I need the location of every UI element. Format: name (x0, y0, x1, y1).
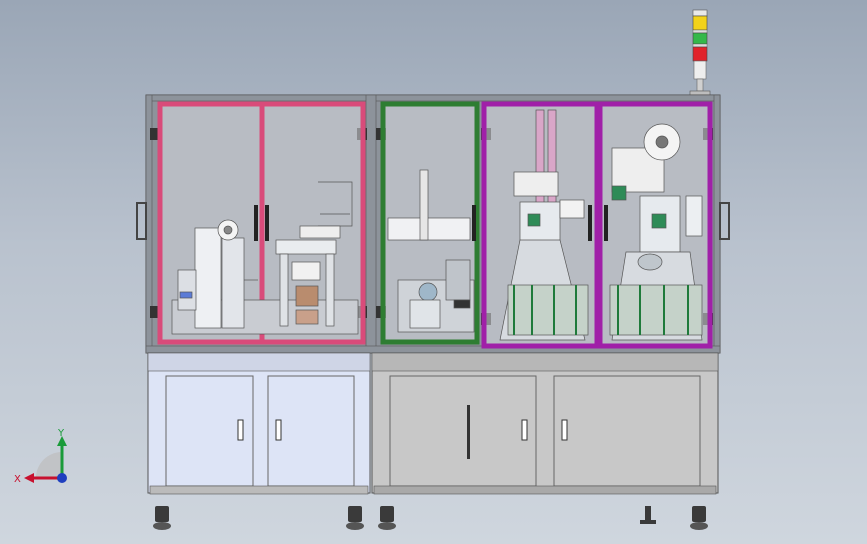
right-station-mechanism (499, 109, 703, 341)
casters (153, 506, 708, 530)
left-station-mechanism (171, 181, 359, 335)
right-lower-cabinet[interactable] (371, 352, 719, 495)
axis-y-label: Y (57, 428, 65, 439)
signal-tower (689, 9, 711, 96)
coordinate-triad: Y X (14, 428, 67, 485)
center-station-mechanism (387, 169, 475, 333)
axis-x-label: X (14, 474, 21, 485)
left-lower-cabinet[interactable] (147, 352, 371, 495)
